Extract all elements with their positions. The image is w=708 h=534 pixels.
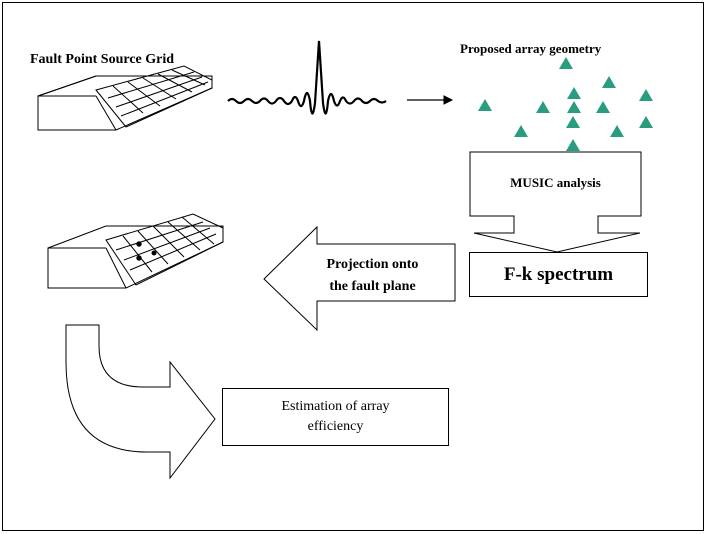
fault-grid-title: Fault Point Source Grid bbox=[30, 52, 175, 67]
projection-label-line2: the fault plane bbox=[329, 279, 416, 294]
estimation-label-line2: efficiency bbox=[307, 419, 364, 434]
triangle-station-icon bbox=[602, 76, 616, 88]
projection-arrow bbox=[263, 225, 456, 332]
triangle-station-icon bbox=[639, 89, 653, 101]
fault-block-icon bbox=[47, 213, 224, 289]
music-arrow-outline bbox=[469, 151, 642, 253]
triangle-station-icon bbox=[514, 125, 528, 137]
triangle-station-icon bbox=[536, 101, 550, 113]
fault-block-icon bbox=[37, 65, 213, 131]
fk-spectrum-box bbox=[469, 252, 648, 297]
triangle-station-icon bbox=[596, 101, 610, 113]
triangle-station-icon bbox=[610, 125, 624, 137]
estimation-box bbox=[222, 388, 449, 446]
projection-label-line1: Projection onto bbox=[326, 257, 419, 272]
triangle-station-icon bbox=[567, 101, 581, 113]
triangle-station-icon bbox=[567, 87, 581, 99]
seismic-waveform-icon bbox=[227, 40, 387, 115]
music-analysis-label: MUSIC analysis bbox=[510, 175, 601, 190]
arrow-to-array bbox=[407, 95, 454, 105]
estimation-label: Estimation of array efficiency bbox=[222, 388, 449, 446]
triangle-station-icon bbox=[478, 99, 492, 111]
array-geometry-title: Proposed array geometry bbox=[460, 41, 602, 56]
triangle-station-icon bbox=[566, 116, 580, 128]
estimation-label-line1: Estimation of array bbox=[281, 399, 390, 414]
fault-plane bbox=[95, 65, 213, 128]
projection-label: Projection onto the fault plane bbox=[290, 254, 455, 298]
triangle-station-icon bbox=[566, 139, 580, 151]
triangle-station-icon bbox=[559, 57, 573, 69]
array-stations bbox=[478, 57, 653, 151]
triangle-station-icon bbox=[639, 116, 653, 128]
curved-arrow bbox=[65, 324, 216, 480]
fk-spectrum-label: F-k spectrum bbox=[503, 264, 614, 285]
